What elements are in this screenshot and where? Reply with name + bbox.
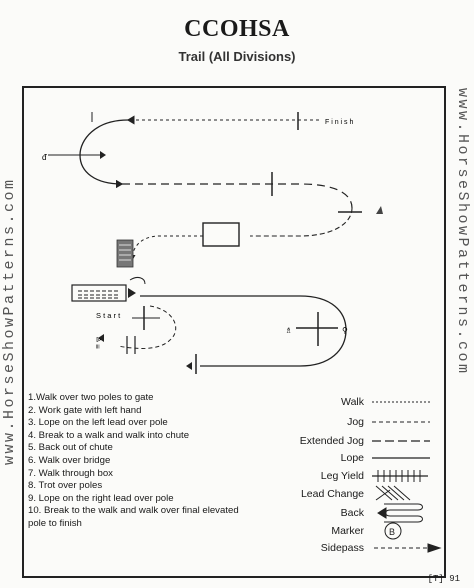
entry-arrow [100, 151, 106, 159]
start-arrow [98, 334, 104, 342]
page-subtitle: Trail (All Divisions) [178, 49, 296, 64]
legend-samples: B [372, 401, 442, 553]
lower-marker-b: ⚲ [342, 326, 348, 335]
instruction-item: 9. Lope on the right lead over pole [28, 492, 174, 504]
instructions-list: 1.Walk over two poles to gate 2. Work ga… [28, 392, 278, 531]
legend-jog-label: Jog [347, 416, 364, 428]
lower-arrow [186, 362, 192, 370]
legend-sidepass-label: Sidepass [320, 542, 364, 554]
chute-marker: ᐉ [96, 337, 101, 344]
instruction-item: 10. Break to the walk and walk over fina… [28, 505, 239, 517]
trot-pole-marks: ᴵᴵᴵ [96, 345, 100, 352]
instruction-item: 1.Walk over two poles to gate [28, 392, 154, 403]
lope-to-chute [129, 276, 146, 285]
marker-symbol: ᵭ [42, 153, 47, 162]
instruction-item: 7. Walk through box [28, 467, 113, 479]
lope-line-lower [140, 295, 347, 367]
legend-back-symbol [384, 503, 423, 523]
start-jog-loop [117, 305, 177, 349]
legend-walk-label: Walk [341, 396, 364, 408]
instruction-item: 6. Walk over bridge [28, 454, 111, 466]
bridge-hatch [119, 244, 131, 261]
legend-back-arrow [377, 507, 387, 519]
legend-back-label: Back [340, 507, 364, 519]
right-marker [376, 206, 383, 214]
legend-lope-label: Lope [340, 452, 364, 464]
pattern-frame [22, 86, 446, 578]
legend-marker-circle [384, 522, 402, 540]
extended-jog-path [116, 179, 353, 209]
box-to-bridge [128, 235, 203, 261]
instruction-item: 3. Lope on the left lead over pole [28, 417, 168, 429]
chute [71, 284, 127, 302]
jog-to-box [250, 207, 353, 237]
walk-through-box [202, 222, 240, 247]
lope-loop-left [79, 115, 135, 185]
lower-marker-a: ♗ [285, 326, 292, 335]
legend-extended-jog-label: Extended Jog [299, 435, 364, 447]
start-label: S t a r t [96, 311, 121, 320]
legend-leg-yield-ticks [377, 470, 421, 482]
page-title: CCOHSA [184, 16, 290, 42]
legend-marker-label: Marker [331, 525, 364, 537]
legend-sidepass-arrow [427, 543, 442, 553]
chute-arrow [128, 288, 136, 298]
legend-lead-change-label: Lead Change [300, 488, 364, 500]
legend-lead-change-symbol [375, 485, 411, 501]
instruction-item: 2. Work gate with left hand [28, 404, 142, 416]
instruction-item: pole to finish [28, 517, 82, 529]
instruction-item: 8. Trot over poles [28, 480, 103, 492]
legend-marker-letter: B [389, 527, 395, 537]
instruction-item: 5. Back out of chute [28, 442, 113, 454]
finish-label: F i n i s h [325, 119, 354, 126]
chute-back-marks [78, 290, 120, 299]
instruction-item: 4. Break to a walk and walk into chute [28, 429, 190, 441]
bridge [116, 239, 134, 268]
page-number: [T] 91 [427, 574, 460, 584]
watermark-right: www.HorseShowPatterns.com [454, 88, 471, 376]
legend-leg-yield-label: Leg Yield [320, 470, 364, 482]
